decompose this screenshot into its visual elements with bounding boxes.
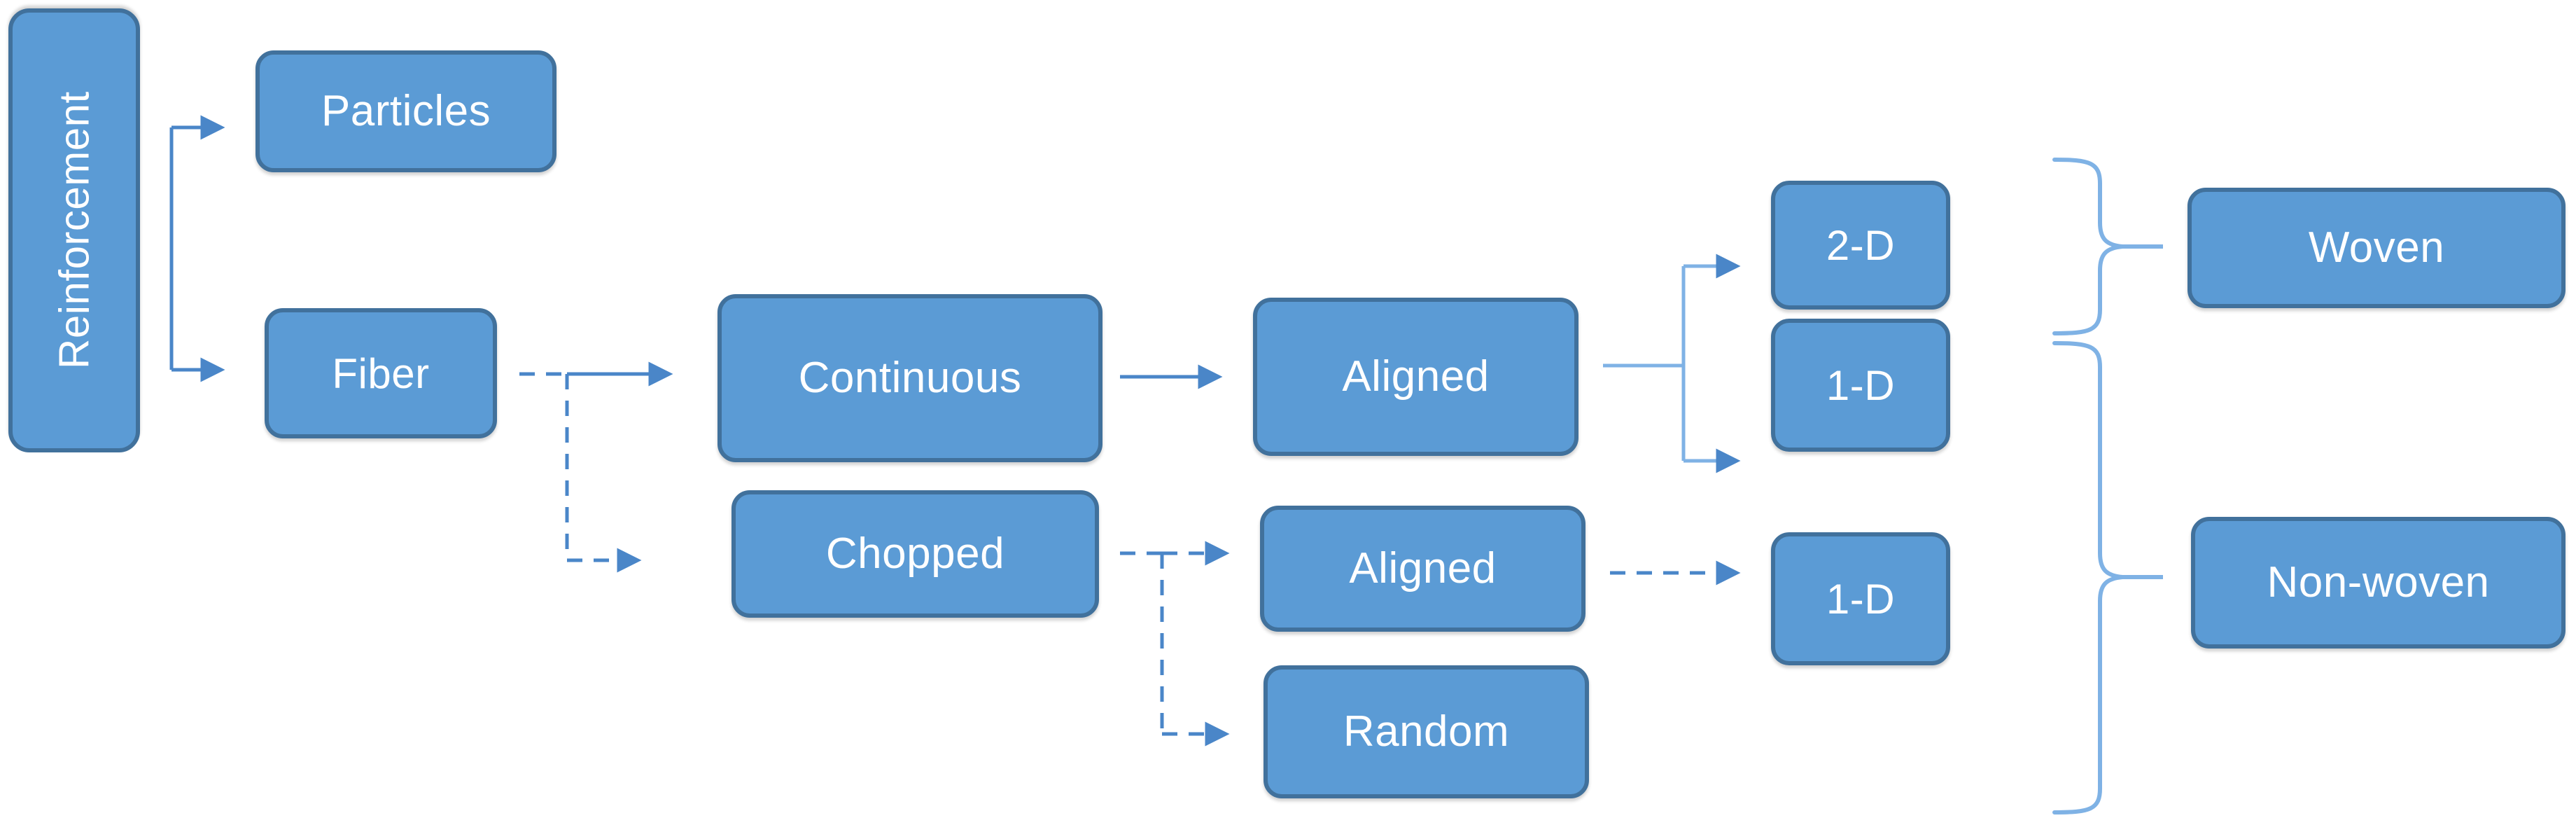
node-aligned-chopped[interactable]: Aligned (1260, 506, 1586, 632)
node-aligned-continuous[interactable]: Aligned (1253, 298, 1578, 456)
node-fiber[interactable]: Fiber (265, 308, 497, 438)
edge-reinforcement-split (169, 115, 225, 382)
node-particles[interactable]: Particles (255, 50, 556, 172)
node-two-d[interactable]: 2-D (1771, 181, 1950, 310)
node-chopped[interactable]: Chopped (732, 490, 1099, 618)
brace-woven (2052, 158, 2163, 335)
node-one-d-lower[interactable]: 1-D (1771, 532, 1950, 665)
node-one-d-upper[interactable]: 1-D (1771, 319, 1950, 452)
node-non-woven[interactable]: Non-woven (2191, 517, 2566, 649)
edge-aligned-dimensions-split (1603, 254, 1741, 473)
brace-nonwoven (2052, 341, 2163, 814)
node-woven[interactable]: Woven (2188, 188, 2566, 308)
edge-chopped-split (1120, 541, 1230, 747)
edge-fiber-split (519, 361, 673, 573)
node-continuous[interactable]: Continuous (718, 294, 1102, 462)
node-reinforcement[interactable]: Reinforcement (8, 8, 140, 452)
node-random[interactable]: Random (1264, 665, 1589, 798)
